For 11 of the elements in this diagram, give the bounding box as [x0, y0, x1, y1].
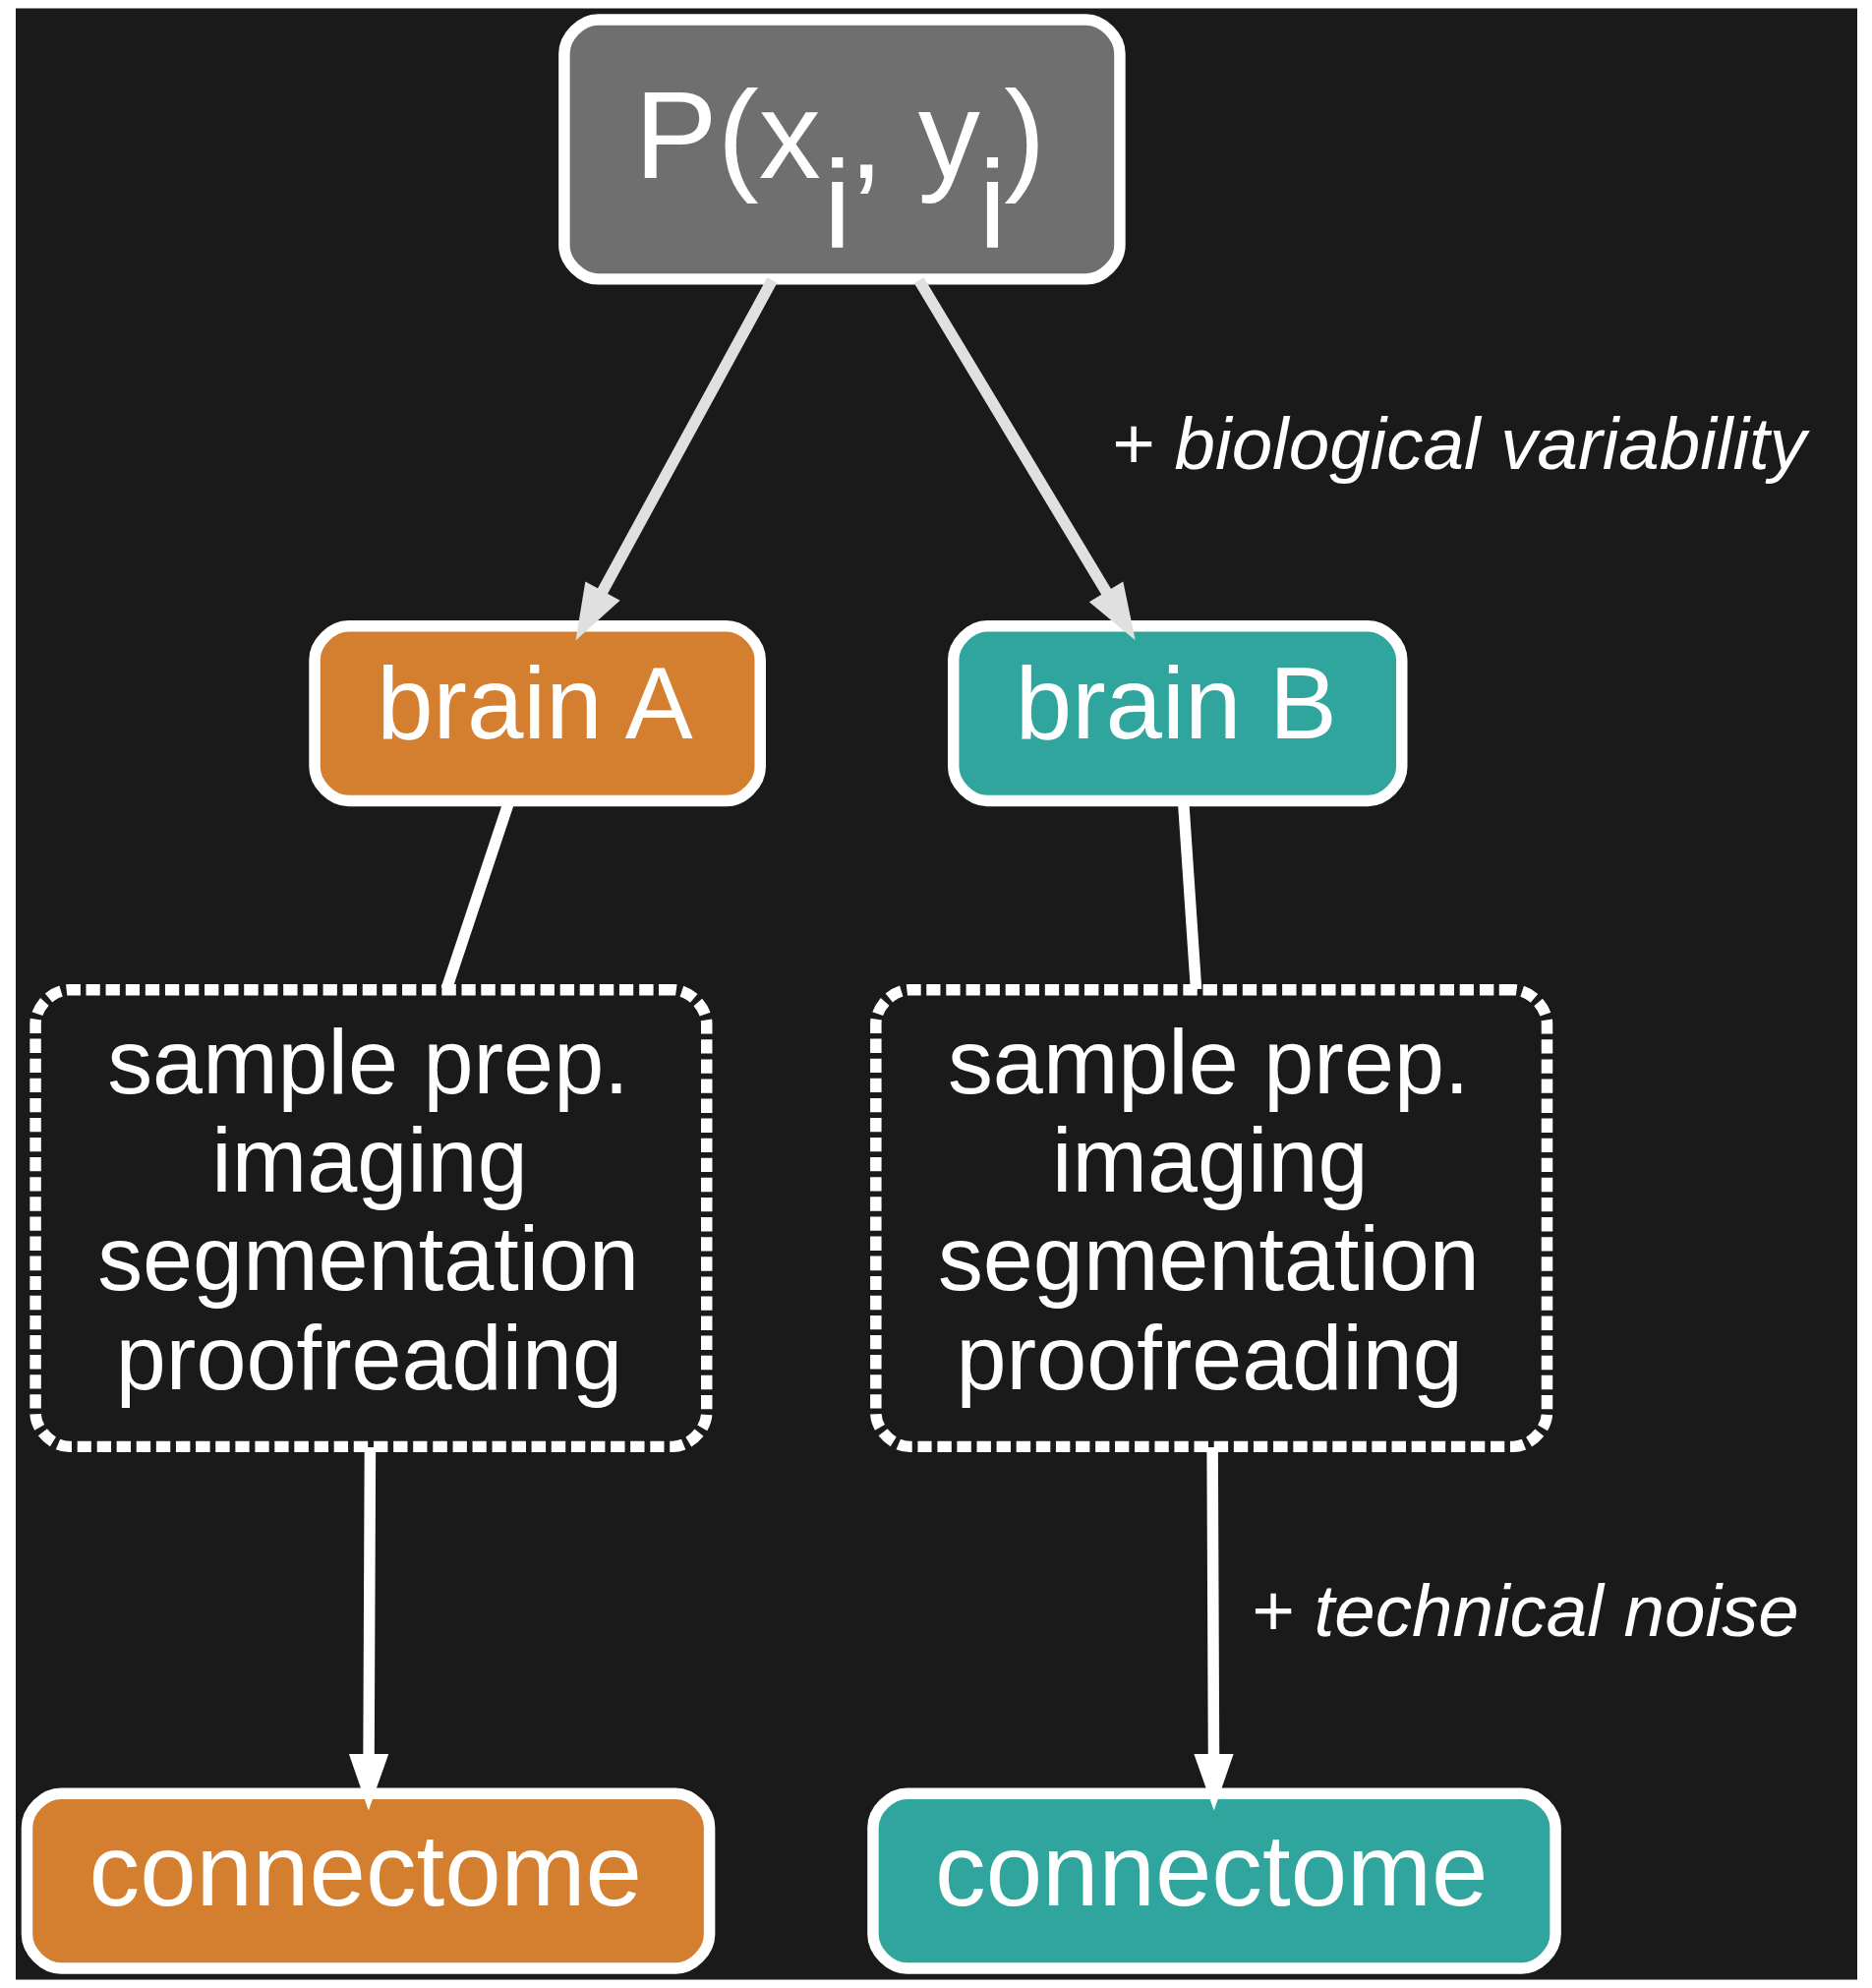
edge-label: + technical noise [1250, 1569, 1799, 1653]
node-box: connectome [21, 1787, 715, 1974]
arrow [348, 1446, 388, 1811]
node-box: sample prep. imaging segmentation proofreading [869, 983, 1552, 1453]
node-box: brain B [947, 619, 1407, 807]
arrow [1193, 1446, 1234, 1811]
node-box: connectome [866, 1787, 1561, 1974]
arrow [574, 277, 777, 641]
node-box: brain A [308, 619, 766, 807]
arrow [913, 277, 1136, 641]
node-box: sample prep. imaging segmentation proofreading [29, 983, 712, 1453]
